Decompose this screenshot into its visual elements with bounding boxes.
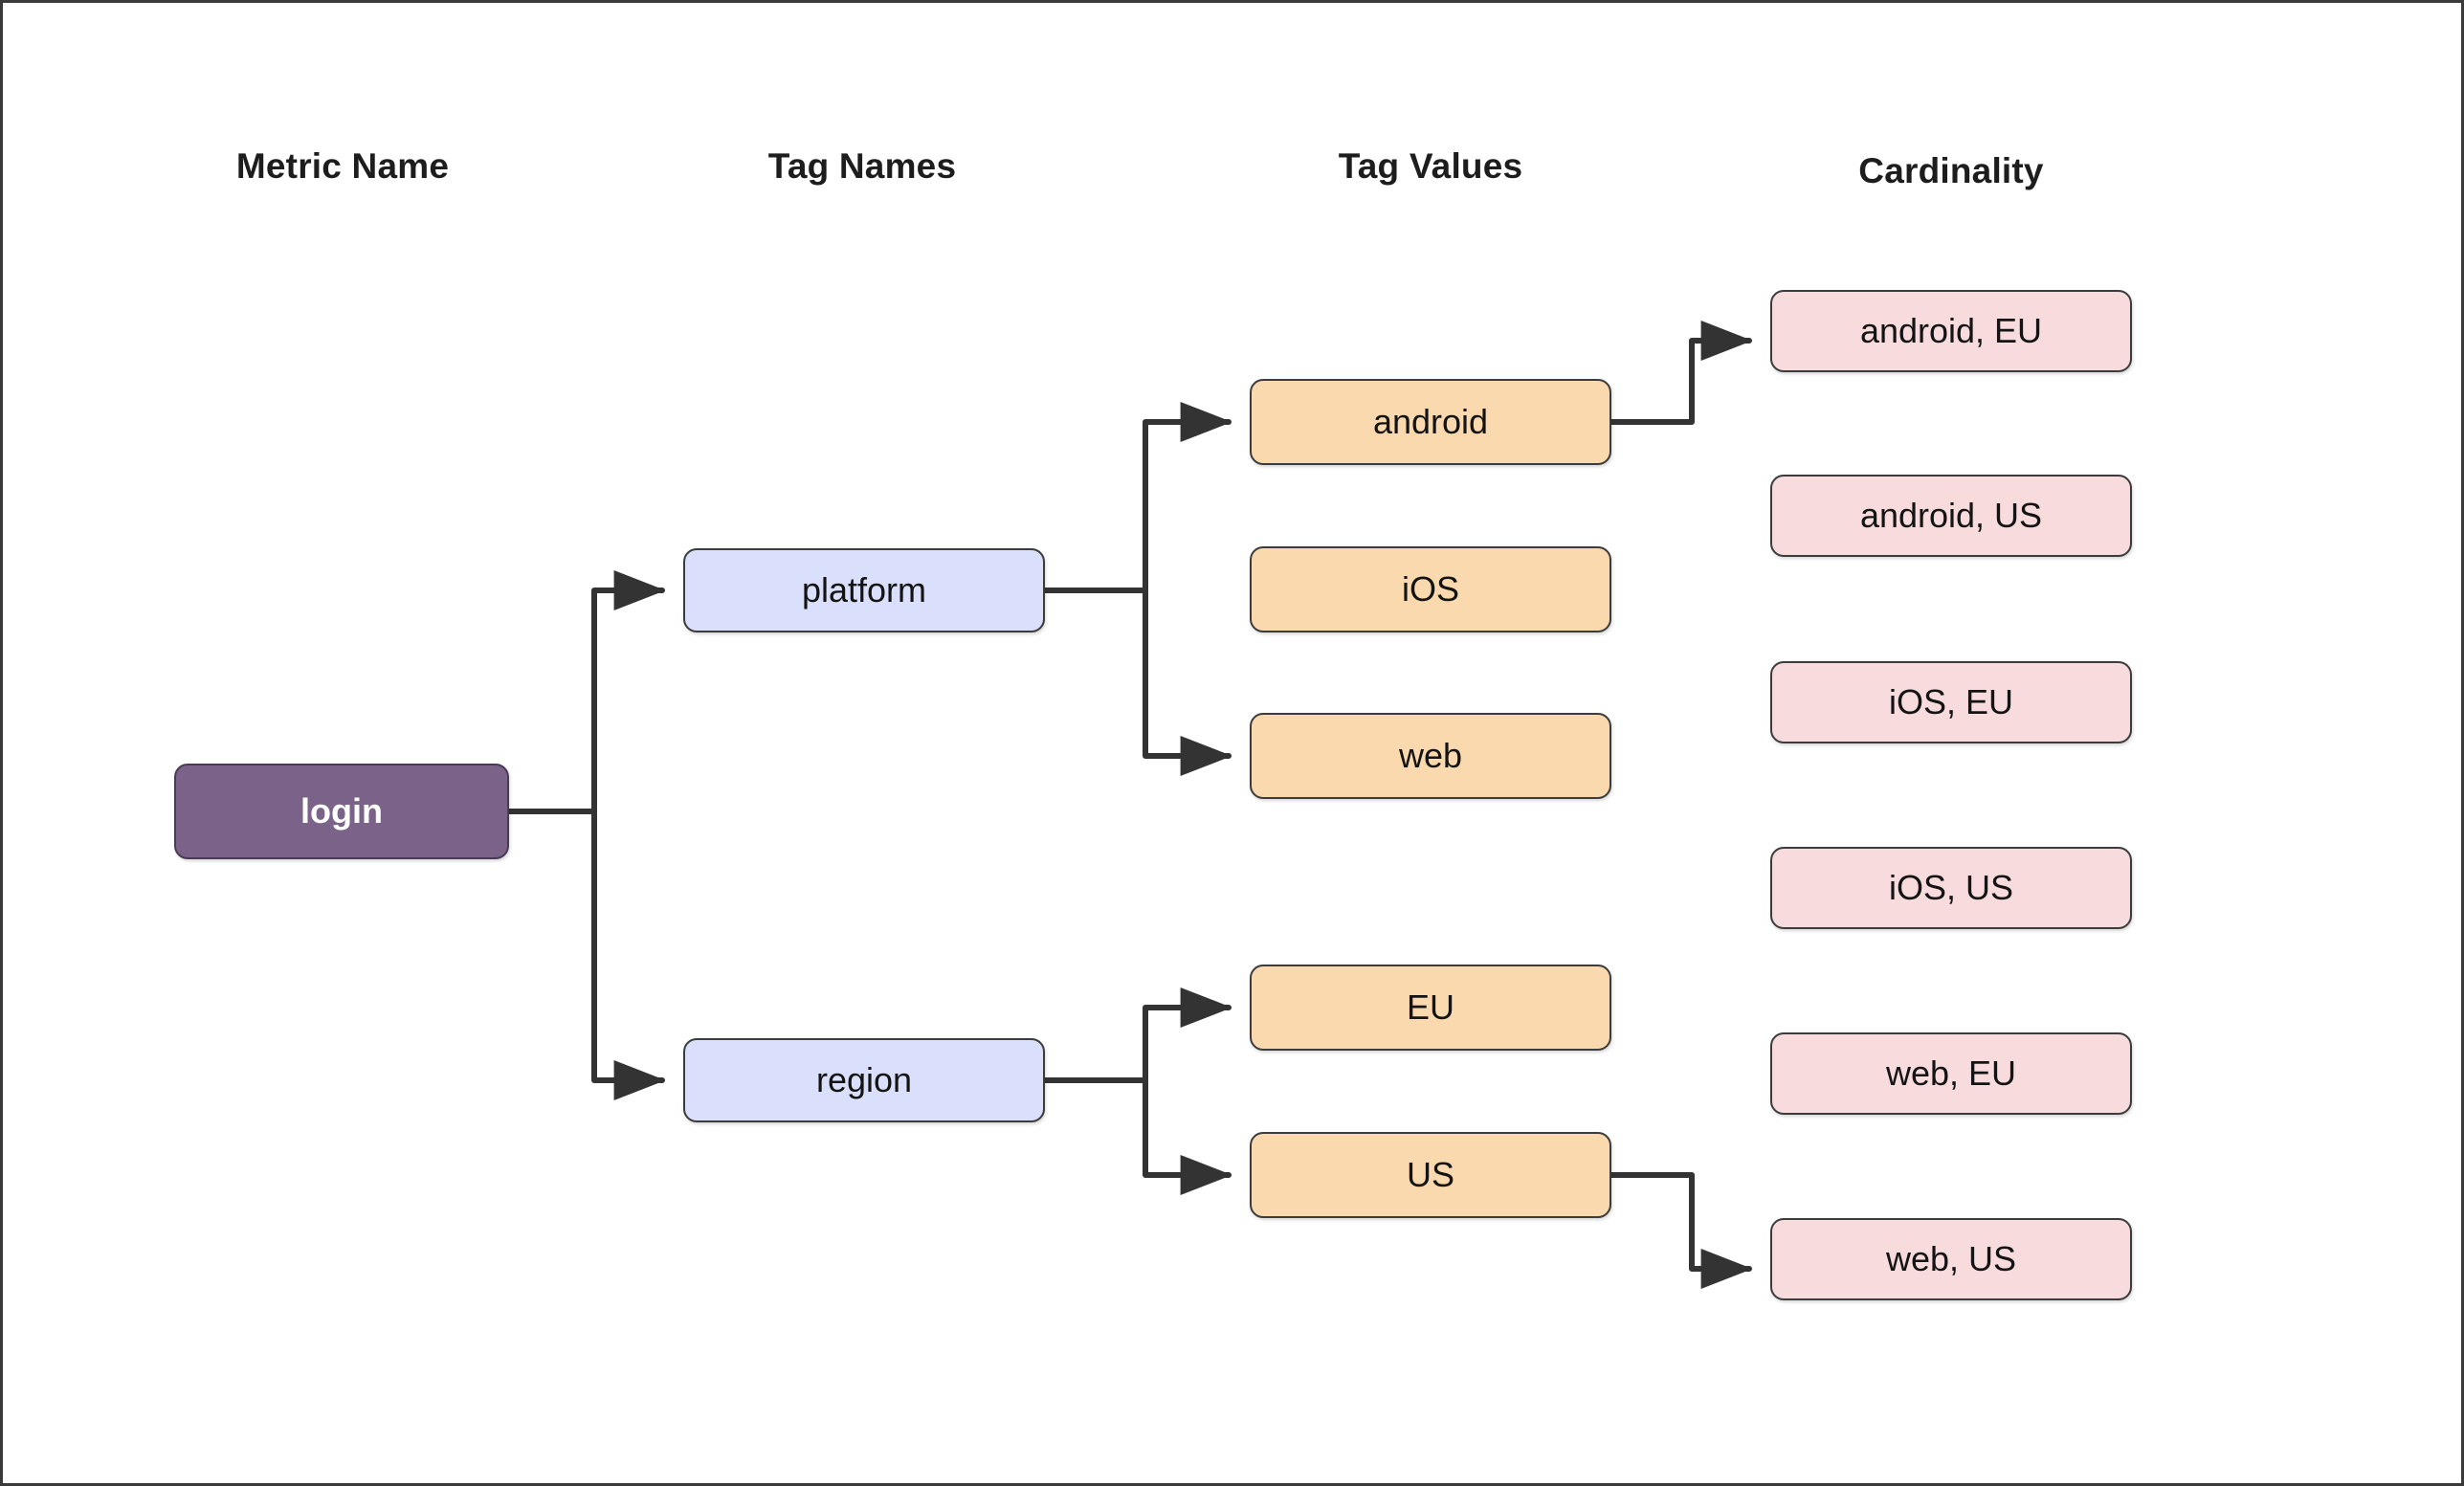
column-header-tag-values: Tag Values xyxy=(1338,146,1523,186)
column-header-cardinality: Cardinality xyxy=(1858,151,2044,190)
edge-login-to-platform xyxy=(506,570,666,814)
column-header-metric-name: Metric Name xyxy=(235,146,450,186)
edge-android-to-android-eu xyxy=(1609,321,1753,425)
node-tagvalue-android[interactable]: android xyxy=(1250,379,1611,465)
node-tagname-platform[interactable]: platform xyxy=(683,548,1045,632)
column-header-tag-names: Tag Names xyxy=(767,146,957,186)
edge-platform-to-android xyxy=(1042,402,1232,593)
edge-login-to-region xyxy=(591,809,666,1100)
node-metric-login[interactable]: login xyxy=(174,764,509,859)
node-tagvalue-web[interactable]: web xyxy=(1250,713,1611,799)
edge-us-to-web-us xyxy=(1609,1172,1753,1289)
node-tagvalue-eu[interactable]: EU xyxy=(1250,965,1611,1051)
node-cardinality-ios-eu[interactable]: iOS, EU xyxy=(1770,661,2132,743)
node-cardinality-ios-us[interactable]: iOS, US xyxy=(1770,847,2132,929)
edge-region-to-eu xyxy=(1042,987,1232,1083)
edge-platform-to-web xyxy=(1143,588,1232,776)
edge-region-to-us xyxy=(1143,1077,1232,1195)
node-tagvalue-us[interactable]: US xyxy=(1250,1132,1611,1218)
node-cardinality-web-us[interactable]: web, US xyxy=(1770,1218,2132,1300)
node-cardinality-web-eu[interactable]: web, EU xyxy=(1770,1032,2132,1115)
node-tagname-region[interactable]: region xyxy=(683,1038,1045,1122)
node-tagvalue-ios[interactable]: iOS xyxy=(1250,546,1611,632)
node-cardinality-android-us[interactable]: android, US xyxy=(1770,475,2132,557)
node-cardinality-android-eu[interactable]: android, EU xyxy=(1770,290,2132,372)
